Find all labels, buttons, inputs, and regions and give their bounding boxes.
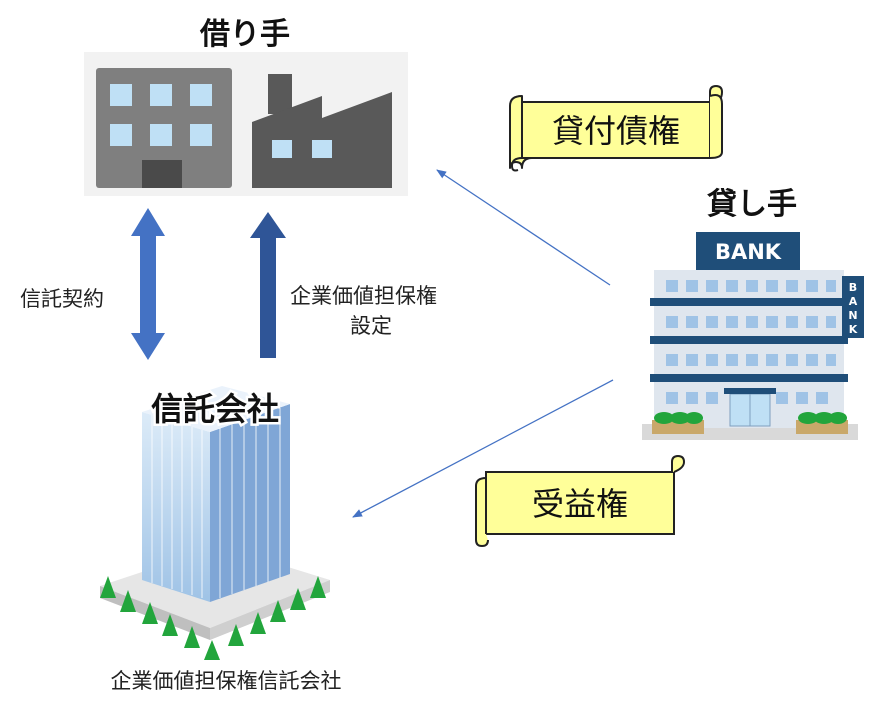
loan-claim-arrow <box>436 169 611 286</box>
beneficial-right-scroll: 受益権 <box>475 454 686 548</box>
bank-vertical-letter-1: B <box>849 281 857 294</box>
bank-vertical-letter-2: A <box>849 295 858 308</box>
loan-claim-text: 貸付債権 <box>552 112 680 150</box>
borrower-buildings-illustration <box>84 52 408 196</box>
bank-building-illustration: BANK B A N K <box>642 232 864 440</box>
security-setup-label-line2: 設定 <box>350 314 392 338</box>
borrower-label: 借り手 <box>199 17 290 52</box>
lender-label: 貸し手 <box>707 187 797 222</box>
factory-icon <box>252 74 392 188</box>
trust-contract-double-arrow <box>131 208 165 360</box>
trust-company-label: 信託会社 <box>151 390 279 428</box>
beneficial-right-text: 受益権 <box>532 485 628 523</box>
beneficial-right-arrow <box>352 379 614 518</box>
trust-company-caption: 企業価値担保権信託会社 <box>111 669 342 693</box>
trust-company-tower-illustration <box>100 386 330 660</box>
trust-contract-label: 信託契約 <box>20 287 104 311</box>
bank-sign-text: BANK <box>715 240 782 264</box>
security-setup-label-line1: 企業価値担保権 <box>290 284 437 308</box>
bank-vertical-letter-4: K <box>849 323 858 336</box>
office-building-icon <box>96 68 232 188</box>
loan-claim-scroll: 貸付債権 <box>509 85 723 172</box>
bank-vertical-letter-3: N <box>848 309 857 322</box>
security-setup-up-arrow <box>250 212 286 358</box>
